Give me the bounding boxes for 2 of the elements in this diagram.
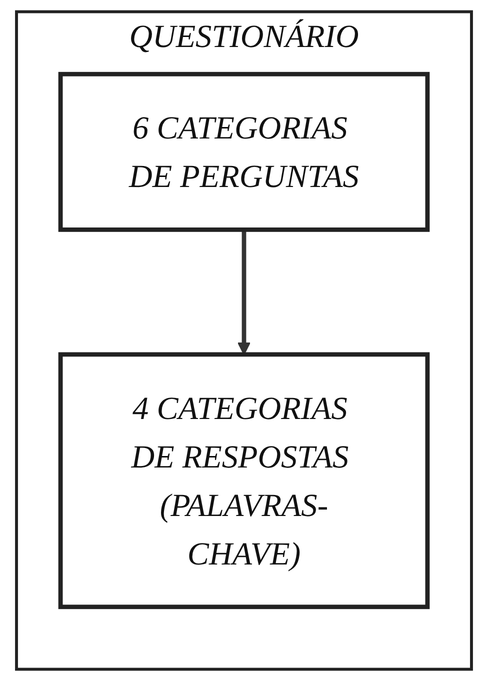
node-box: 6 CATEGORIAS DE PERGUNTAS: [58, 72, 430, 232]
node-box: 4 CATEGORIAS DE RESPOSTAS (PALAVRAS-CHAVE): [58, 352, 430, 610]
